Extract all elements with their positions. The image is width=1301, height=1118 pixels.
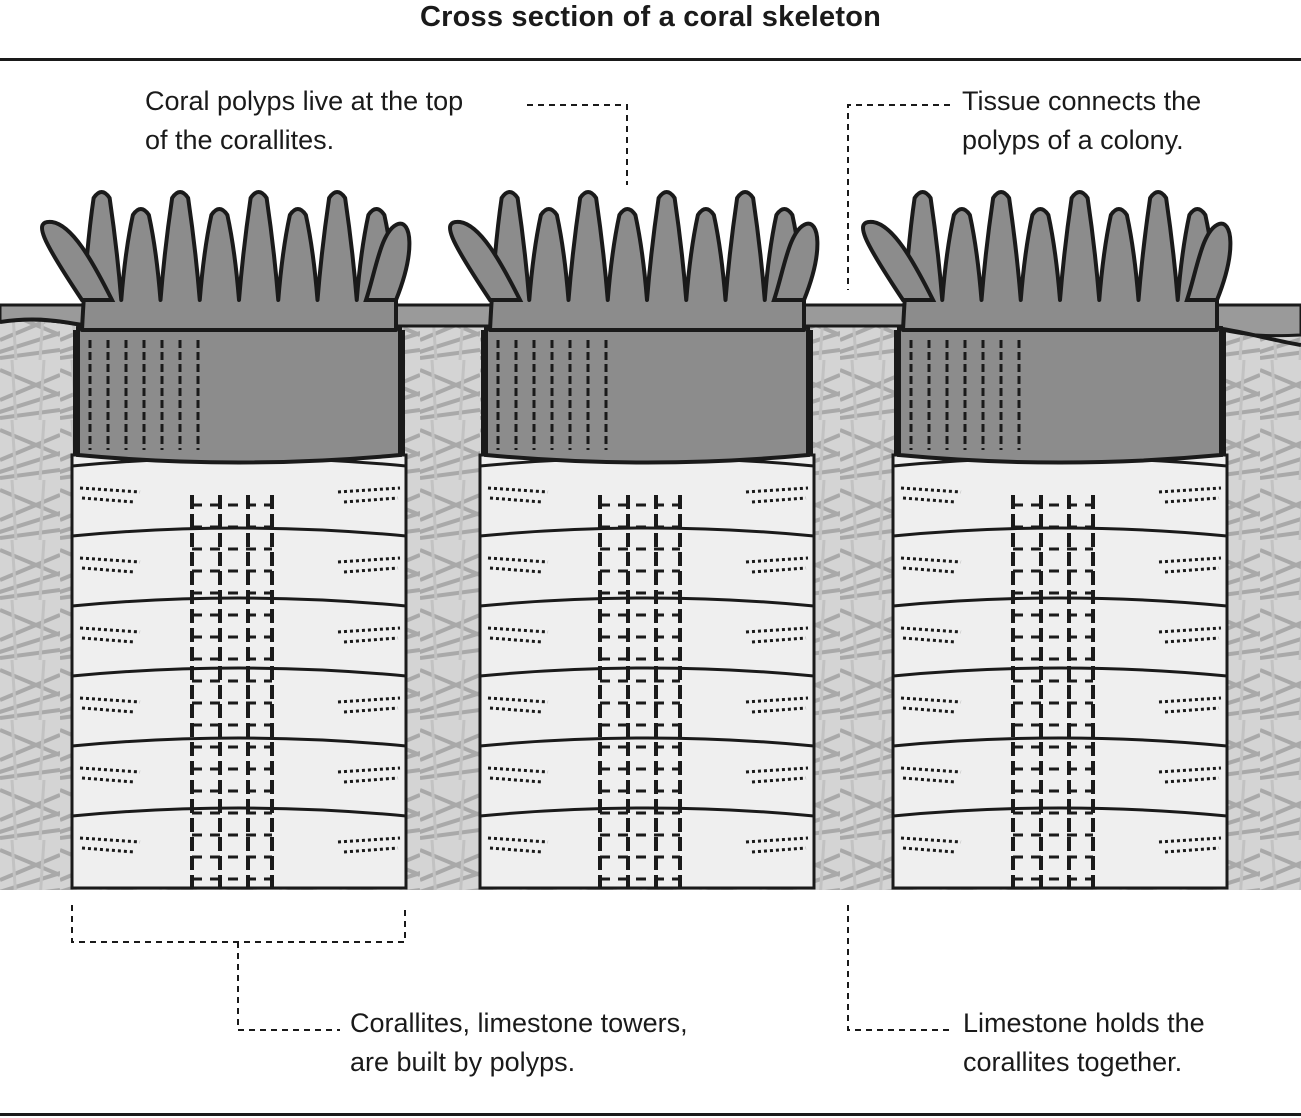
limestone-leader [847, 905, 950, 1031]
polyps-leader [527, 104, 628, 185]
diagram-title: Cross section of a coral skeleton [419, 1, 882, 33]
label-corallites: Corallites, limestone towers, are built … [350, 1004, 688, 1082]
label-limestone-line-1: Limestone holds the [963, 1008, 1205, 1038]
coral-polyp-icon [40, 190, 412, 332]
top-rule [0, 58, 1301, 61]
label-polyps-line-2: of the corallites. [145, 125, 335, 155]
label-limestone-line-2: corallites together. [963, 1047, 1183, 1077]
label-limestone: Limestone holds the corallites together. [963, 1004, 1205, 1082]
label-tissue-line-1: Tissue connects the [962, 86, 1202, 116]
coral-polyp-icon [861, 190, 1233, 332]
label-tissue-line-2: polyps of a colony. [962, 125, 1184, 155]
label-polyps-line-1: Coral polyps live at the top [145, 86, 464, 116]
leader-lines [71, 104, 950, 1031]
tissue-leader [847, 104, 950, 290]
coral-polyp-icon [448, 190, 820, 332]
bottom-rule [0, 1113, 1301, 1116]
corallite-tower [40, 190, 412, 890]
label-polyps: Coral polyps live at the top of the cora… [145, 82, 463, 160]
label-tissue: Tissue connects the polyps of a colony. [962, 82, 1201, 160]
corallites-bracket [71, 905, 406, 1031]
label-corallites-line-1: Corallites, limestone towers, [350, 1008, 688, 1038]
label-corallites-line-2: are built by polyps. [350, 1047, 576, 1077]
corallite-tower [448, 190, 820, 890]
corallite-group [40, 190, 1233, 890]
corallite-tower [861, 190, 1233, 890]
